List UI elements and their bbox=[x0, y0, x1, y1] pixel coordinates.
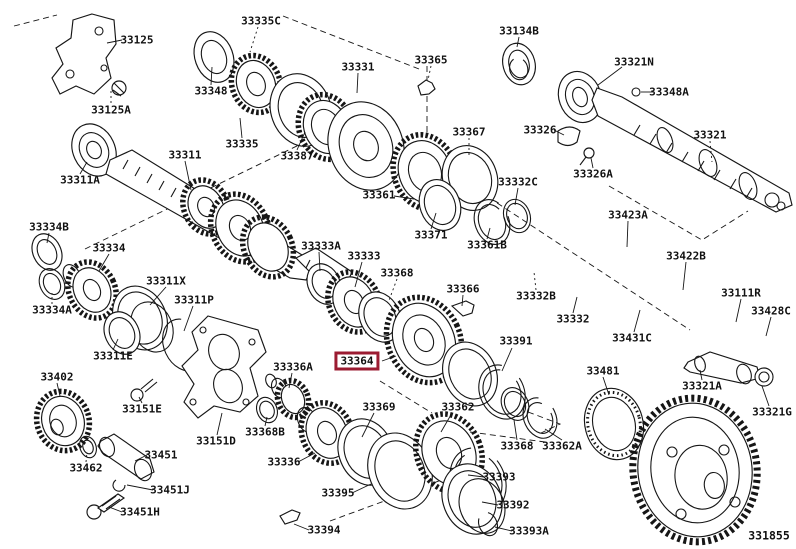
part-label[interactable]: 33361 bbox=[362, 188, 396, 202]
upper-gear-train-illustration bbox=[193, 31, 536, 245]
part-label[interactable]: 33334B bbox=[29, 220, 69, 234]
part-label[interactable]: 33367 bbox=[452, 125, 486, 139]
part-label[interactable]: 33431C bbox=[612, 331, 652, 345]
part-label[interactable]: 33321 bbox=[693, 128, 727, 142]
part-label[interactable]: 33125A bbox=[91, 103, 131, 117]
part-label[interactable]: 33332C bbox=[498, 175, 538, 189]
part-label[interactable]: 33451 bbox=[144, 448, 178, 462]
part-label[interactable]: 33334A bbox=[32, 303, 72, 317]
part-label[interactable]: 33333A bbox=[301, 239, 341, 253]
output-shaft-illustration bbox=[557, 70, 793, 213]
part-label[interactable]: 33402 bbox=[40, 370, 74, 384]
part-label[interactable]: 33368B bbox=[245, 425, 285, 439]
countershaft-cluster-illustration bbox=[31, 233, 206, 372]
part-label[interactable]: 33321N bbox=[614, 55, 654, 69]
part-label[interactable]: 33368 bbox=[500, 439, 534, 453]
idler-gear-shaft-illustration bbox=[33, 388, 155, 520]
part-label[interactable]: 33311 bbox=[168, 148, 202, 162]
part-label[interactable]: 33311A bbox=[60, 173, 100, 187]
part-label[interactable]: 33336 bbox=[267, 455, 301, 469]
part-label[interactable]: 33336A bbox=[273, 360, 313, 374]
part-label[interactable]: 33311E bbox=[93, 349, 133, 363]
part-label[interactable]: 33326 bbox=[523, 123, 557, 137]
part-label[interactable]: 33428C bbox=[751, 304, 791, 318]
part-label[interactable]: 33422B bbox=[666, 249, 706, 263]
part-label-highlighted[interactable]: 33364 bbox=[334, 351, 380, 371]
part-label[interactable]: 33335C bbox=[241, 14, 281, 28]
part-label[interactable]: 33462 bbox=[69, 461, 103, 475]
part-label[interactable]: 33348 bbox=[194, 84, 228, 98]
part-label[interactable]: 33331 bbox=[341, 60, 375, 74]
part-label[interactable]: 33362A bbox=[542, 439, 582, 453]
part-label[interactable]: 33311X bbox=[146, 274, 186, 288]
part-label[interactable]: 33332B bbox=[516, 289, 556, 303]
part-label[interactable]: 33394 bbox=[307, 523, 341, 537]
part-label[interactable]: 33332 bbox=[556, 312, 590, 326]
part-label[interactable]: 33326A bbox=[573, 167, 613, 181]
part-label[interactable]: 33392 bbox=[496, 498, 530, 512]
differential-ring-gear-illustration bbox=[583, 351, 774, 546]
part-label[interactable]: 33481 bbox=[586, 364, 620, 378]
part-label[interactable]: 33369 bbox=[362, 400, 396, 414]
part-label[interactable]: 33393 bbox=[482, 470, 516, 484]
part-label[interactable]: 33371 bbox=[414, 228, 448, 242]
part-label[interactable]: 33391 bbox=[499, 334, 533, 348]
part-label[interactable]: 33387 bbox=[280, 149, 314, 163]
part-label[interactable]: 33334 bbox=[92, 241, 126, 255]
part-label[interactable]: 33335 bbox=[225, 137, 259, 151]
part-label[interactable]: 33393A bbox=[509, 524, 549, 538]
part-label[interactable]: 33395 bbox=[321, 486, 355, 500]
part-label[interactable]: 33365 bbox=[414, 53, 448, 67]
part-label[interactable]: 33333 bbox=[347, 249, 381, 263]
mount-bracket-illustration bbox=[51, 13, 127, 97]
part-label[interactable]: 33151E bbox=[122, 402, 162, 416]
part-label[interactable]: 33311P bbox=[174, 293, 214, 307]
part-label[interactable]: 33134B bbox=[499, 24, 539, 38]
part-label[interactable]: 33361B bbox=[467, 238, 507, 252]
part-label[interactable]: 33111R bbox=[721, 286, 761, 300]
part-label[interactable]: 33423A bbox=[608, 208, 648, 222]
part-label[interactable]: 33125 bbox=[120, 33, 154, 47]
figure-code: 331855 bbox=[748, 528, 790, 543]
part-label[interactable]: 33451H bbox=[120, 505, 160, 519]
part-label[interactable]: 33368 bbox=[380, 266, 414, 280]
part-label[interactable]: 33151D bbox=[196, 434, 236, 448]
part-label[interactable]: 33362 bbox=[441, 400, 475, 414]
part-label[interactable]: 33321A bbox=[682, 379, 722, 393]
part-label[interactable]: 33366 bbox=[446, 282, 480, 296]
part-label[interactable]: 33321G bbox=[752, 405, 792, 419]
input-shaft-illustration bbox=[71, 123, 558, 439]
part-label[interactable]: 33451J bbox=[150, 483, 190, 497]
gasket-plate-illustration bbox=[130, 315, 267, 419]
leader-lines bbox=[46, 26, 772, 532]
part-label[interactable]: 33348A bbox=[649, 85, 689, 99]
lower-gear-train-illustration bbox=[255, 373, 507, 537]
